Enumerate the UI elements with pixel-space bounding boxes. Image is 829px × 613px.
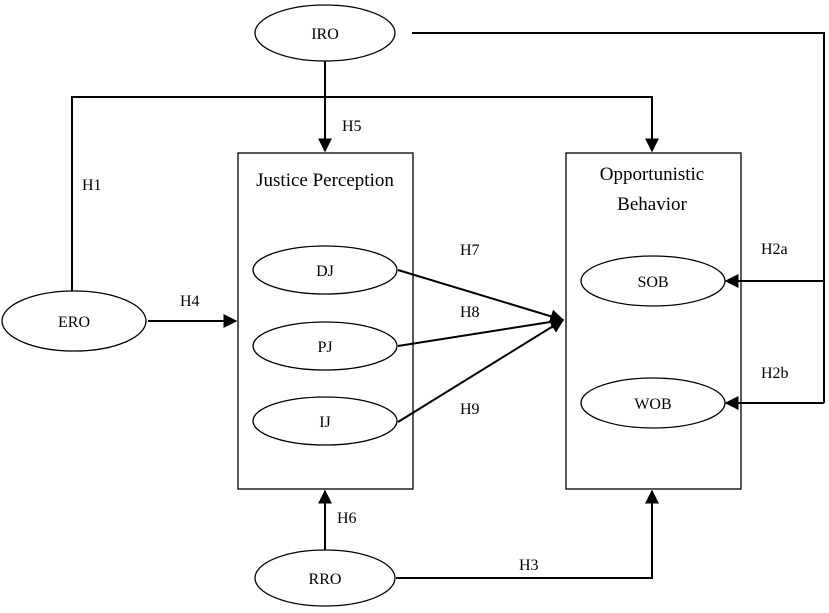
label-h3: H3 [519, 557, 539, 574]
edge-ero-opportunistic [71, 96, 659, 291]
node-ero [1, 290, 147, 352]
label-h5: H5 [342, 118, 362, 135]
node-ero-label: ERO [58, 314, 90, 331]
node-rro [254, 549, 396, 607]
node-dj-label: DJ [316, 263, 334, 280]
edge-rro-opportunistic [396, 489, 659, 579]
label-h6: H6 [337, 510, 357, 527]
label-h2b: H2b [761, 365, 789, 382]
node-iro-label: IRO [311, 26, 339, 43]
node-pj [252, 321, 398, 371]
opportunistic-behavior-box [565, 152, 742, 490]
label-h2a: H2a [761, 241, 788, 258]
node-iro [254, 4, 396, 62]
node-wob [580, 377, 726, 429]
edge-ij-opportunistic [397, 319, 565, 423]
label-h9: H9 [460, 401, 480, 418]
opportunistic-behavior-title-line2: Behavior [617, 194, 687, 215]
justice-perception-title: Justice Perception [256, 170, 394, 191]
node-dj [252, 245, 398, 295]
label-h1: H1 [82, 177, 102, 194]
label-h7: H7 [460, 242, 480, 259]
label-h4: H4 [180, 293, 200, 310]
node-wob-label: WOB [634, 396, 671, 413]
edge-iro-right-trunk [412, 32, 825, 403]
node-ij-label: IJ [319, 414, 331, 431]
node-sob [580, 255, 726, 307]
node-rro-label: RRO [309, 571, 342, 588]
label-h8: H8 [460, 304, 480, 321]
node-ij [252, 396, 398, 446]
edge-dj-opportunistic [397, 269, 565, 324]
node-sob-label: SOB [637, 274, 668, 291]
node-pj-label: PJ [317, 339, 332, 356]
opportunistic-behavior-title-line1: Opportunistic [600, 164, 705, 185]
edge-pj-opportunistic [397, 315, 565, 347]
